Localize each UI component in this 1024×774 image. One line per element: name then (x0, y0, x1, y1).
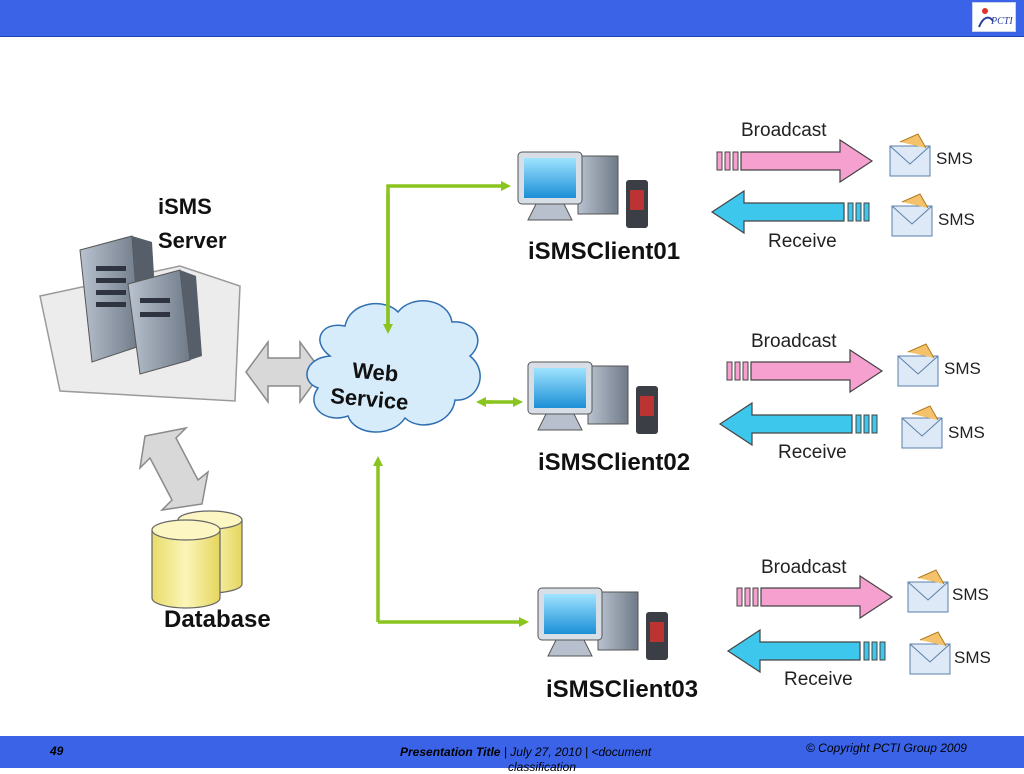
client02-sms-bottom-label: SMS (948, 423, 985, 442)
client03-receive-arrow (726, 628, 886, 674)
server-label-line1: iSMS (158, 194, 212, 219)
client01-sms-envelope-bottom-icon (891, 193, 933, 237)
footer-title: Presentation Title (400, 745, 501, 759)
client03-sms-bottom-label: SMS (954, 648, 991, 667)
client01-sms-top-label: SMS (936, 149, 973, 168)
header-bar: PCTI (0, 0, 1024, 37)
server-label-line2: Server (158, 228, 227, 253)
client01-name: iSMSClient01 (528, 238, 680, 265)
client01-broadcast-arrow (716, 138, 874, 184)
client02-receive-label: Receive (778, 442, 847, 463)
client02-name: iSMSClient02 (538, 449, 690, 476)
footer-info-line2: classification (508, 760, 577, 774)
client03-name: iSMSClient03 (546, 676, 698, 703)
green-connectors (373, 181, 529, 627)
footer-presentation-info: Presentation Title | July 27, 2010 | <do… (400, 745, 651, 759)
client02-broadcast-arrow (726, 348, 884, 394)
client03-receive-label: Receive (784, 669, 853, 690)
database-label: Database (164, 606, 271, 633)
client03-sms-top-label: SMS (952, 585, 989, 604)
client01-broadcast-label: Broadcast (741, 120, 827, 141)
isms-server-group: iSMS Server (39, 194, 241, 402)
client01-computer-icon (517, 151, 648, 228)
database-icon (151, 510, 243, 609)
footer-info-line1: | July 27, 2010 | <document (500, 745, 652, 759)
client02-sms-envelope-top-icon (897, 343, 939, 387)
client02-receive-arrow (718, 401, 878, 447)
client02-sms-top-label: SMS (944, 359, 981, 378)
footer-bar: 49 Presentation Title | July 27, 2010 | … (0, 736, 1024, 774)
client03-broadcast-label: Broadcast (761, 557, 847, 578)
copyright-text: © Copyright PCTI Group 2009 (806, 741, 967, 755)
client03-computer-icon (537, 587, 668, 660)
client02-sms-envelope-bottom-icon (901, 405, 943, 449)
client02-broadcast-label: Broadcast (751, 331, 837, 352)
logo-figure-icon (978, 8, 994, 28)
client01-sms-bottom-label: SMS (938, 210, 975, 229)
client02-computer-icon (527, 361, 658, 434)
client01-sms-envelope-top-icon (889, 133, 931, 177)
logo-text: PCTI (991, 16, 1013, 27)
pcti-logo: PCTI (972, 2, 1016, 32)
isms-architecture-diagram: iSMS Server Database Web Service (39, 120, 991, 703)
client03-group: iSMSClient03 Broadcast Receive SMS SMS (537, 557, 991, 703)
client03-sms-envelope-bottom-icon (909, 631, 951, 675)
client03-broadcast-arrow (736, 574, 894, 620)
server-database-double-arrow (138, 426, 210, 512)
web-service-label-line1: Web (351, 358, 399, 387)
client01-receive-arrow (710, 189, 870, 235)
client03-sms-envelope-top-icon (907, 569, 949, 613)
server-tower-icon (79, 235, 202, 375)
client01-group: iSMSClient01 Broadcast Receive SMS SMS (517, 120, 975, 265)
client01-receive-label: Receive (768, 231, 837, 252)
page-number: 49 (50, 744, 64, 758)
client02-group: iSMSClient02 Broadcast Receive SMS SMS (527, 331, 985, 476)
web-service-cloud (306, 300, 481, 433)
